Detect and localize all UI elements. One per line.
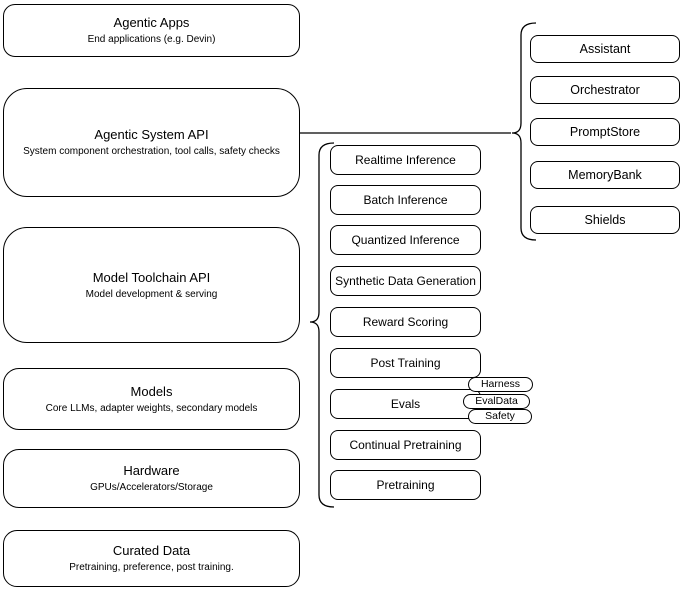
node-realtime-inference: Realtime Inference <box>330 145 481 175</box>
node-models: Models Core LLMs, adapter weights, secon… <box>3 368 300 430</box>
node-shields: Shields <box>530 206 680 234</box>
node-label: Assistant <box>579 42 631 56</box>
node-hardware: Hardware GPUs/Accelerators/Storage <box>3 449 300 508</box>
node-promptstore: PromptStore <box>530 118 680 146</box>
node-quantized-inference: Quantized Inference <box>330 225 481 255</box>
node-reward-scoring: Reward Scoring <box>330 307 481 337</box>
node-title: Agentic Apps <box>113 15 190 30</box>
node-label: Evals <box>390 397 421 411</box>
node-subtitle: Core LLMs, adapter weights, secondary mo… <box>45 402 258 414</box>
node-continual-pretraining: Continual Pretraining <box>330 430 481 460</box>
node-subtitle: End applications (e.g. Devin) <box>87 34 216 45</box>
node-label: Continual Pretraining <box>349 438 462 452</box>
tag-safety: Safety <box>468 409 532 424</box>
node-model-toolchain-api: Model Toolchain API Model development & … <box>3 227 300 343</box>
node-label: Synthetic Data Generation <box>335 274 476 288</box>
node-agentic-apps: Agentic Apps End applications (e.g. Devi… <box>3 4 300 57</box>
node-label: PromptStore <box>569 125 641 139</box>
tag-harness: Harness <box>468 377 533 392</box>
node-title: Model Toolchain API <box>92 269 211 285</box>
node-label: Reward Scoring <box>362 315 449 329</box>
tag-evaldata: EvalData <box>463 394 530 409</box>
node-curated-data: Curated Data Pretraining, preference, po… <box>3 530 300 587</box>
node-subtitle: Model development & serving <box>85 288 218 300</box>
node-title: Models <box>130 383 173 399</box>
tag-label: Safety <box>485 410 515 422</box>
node-evals: Evals <box>330 389 481 419</box>
node-assistant: Assistant <box>530 35 680 63</box>
node-label: MemoryBank <box>568 168 642 182</box>
node-label: Post Training <box>370 356 441 370</box>
node-label: Pretraining <box>376 478 435 492</box>
node-orchestrator: Orchestrator <box>530 76 680 104</box>
node-subtitle: GPUs/Accelerators/Storage <box>90 482 213 493</box>
node-title: Hardware <box>123 463 180 478</box>
node-label: Realtime Inference <box>355 153 456 167</box>
node-agentic-system-api: Agentic System API System component orch… <box>3 88 300 197</box>
node-pretraining: Pretraining <box>330 470 481 500</box>
node-post-training: Post Training <box>330 348 481 378</box>
node-label: Quantized Inference <box>351 233 460 247</box>
node-label: Batch Inference <box>363 193 448 207</box>
node-label: Shields <box>584 213 626 227</box>
tag-label: EvalData <box>475 395 518 407</box>
tag-label: Harness <box>480 378 521 390</box>
node-title: Curated Data <box>112 543 191 558</box>
node-subtitle: Pretraining, preference, post training. <box>69 562 234 573</box>
node-title: Agentic System API <box>94 127 209 142</box>
node-batch-inference: Batch Inference <box>330 185 481 215</box>
node-subtitle: System component orchestration, tool cal… <box>23 146 280 157</box>
node-memorybank: MemoryBank <box>530 161 680 189</box>
node-synthetic-data-generation: Synthetic Data Generation <box>330 266 481 296</box>
node-label: Orchestrator <box>570 83 640 97</box>
